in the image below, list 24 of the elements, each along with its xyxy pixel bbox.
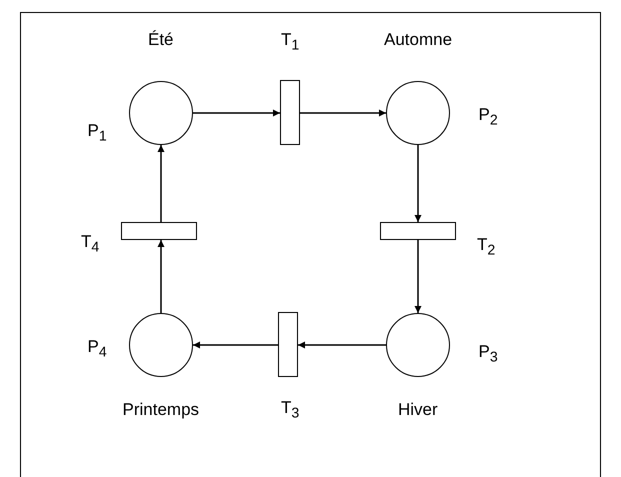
transition-bar (380, 222, 456, 240)
place-name: Hiver (398, 400, 438, 420)
place-label: P$_{2}$ (478, 105, 498, 130)
transition-label: T$_{1}$ (281, 30, 300, 56)
place-label: P$_{4}$ (88, 337, 107, 362)
transition-bar (121, 222, 197, 240)
transition-label: T$_{2}$ (477, 235, 496, 260)
arrow (193, 110, 280, 116)
arrow (414, 145, 422, 222)
transition-bar (280, 80, 300, 145)
arrow (300, 110, 386, 116)
place-name: Été (148, 30, 174, 50)
arrow (414, 240, 422, 313)
transition-label: T$_{4}$ (81, 232, 100, 258)
arrow (298, 342, 386, 348)
place-label: P$_{3}$ (478, 342, 498, 368)
place-name: Printemps (122, 400, 200, 420)
arrow (158, 240, 164, 313)
transition-label: T$_{3}$ (281, 398, 300, 424)
transition-bar (278, 312, 298, 377)
arrow (193, 342, 278, 348)
arrow (158, 145, 164, 222)
place-name: Automne (384, 30, 452, 50)
place-label: P$_{1}$ (88, 121, 107, 146)
